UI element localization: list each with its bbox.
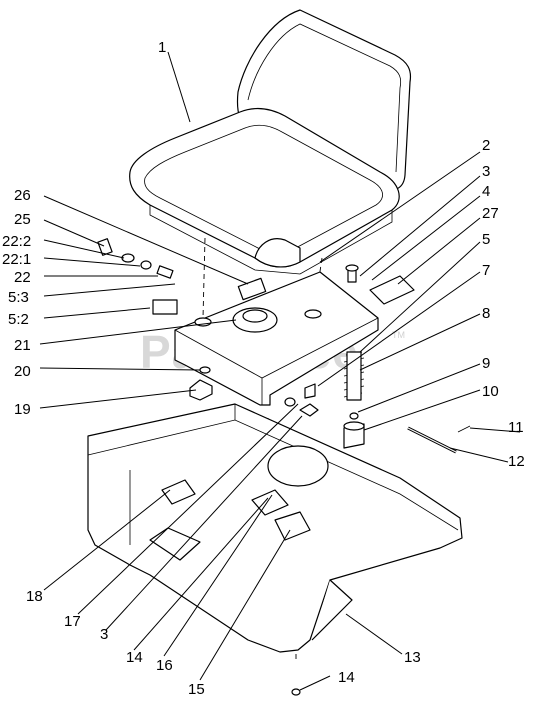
callout-13: 13 (404, 649, 421, 666)
rod-and-pin (407, 425, 471, 454)
callout-20: 20 (14, 363, 31, 380)
callout-12: 12 (508, 453, 525, 470)
callout-9: 9 (482, 355, 490, 372)
callout-2: 2 (482, 137, 490, 154)
callout-3-top: 3 (482, 163, 490, 180)
callout-5-2: 5:2 (8, 311, 29, 328)
callout-11: 11 (508, 419, 524, 436)
callout-22: 22 (14, 269, 31, 286)
callout-22-1: 22:1 (2, 251, 31, 268)
seat-pan-part (87, 403, 463, 696)
callout-5-3: 5:3 (8, 289, 29, 306)
spring-shock-part (343, 351, 365, 449)
callout-27: 27 (482, 205, 499, 222)
callout-16: 16 (156, 657, 173, 674)
seat-part (129, 9, 412, 275)
callout-21: 21 (14, 337, 31, 354)
callout-10: 10 (482, 383, 499, 400)
callout-22-2: 22:2 (2, 233, 31, 250)
callout-18: 18 (26, 588, 43, 605)
lower-fasteners (189, 366, 319, 417)
callout-3-bottom: 3 (100, 626, 108, 643)
callout-5: 5 (482, 231, 490, 248)
leader-lines (39, 51, 521, 691)
decal-and-bolt (345, 264, 415, 305)
switch-hardware (97, 238, 178, 315)
callout-4: 4 (482, 183, 490, 200)
callout-14-bottom: 14 (338, 669, 355, 686)
callout-7: 7 (482, 262, 490, 279)
callout-14-left: 14 (126, 649, 143, 666)
callout-25: 25 (14, 211, 31, 228)
callouts: 1 2 3 4 27 5 7 8 9 10 11 12 13 14 15 16 … (2, 39, 525, 698)
callout-1: 1 (158, 39, 166, 56)
callout-8: 8 (482, 305, 490, 322)
callout-15: 15 (188, 681, 205, 698)
callout-26: 26 (14, 187, 31, 204)
callout-17: 17 (64, 613, 81, 630)
callout-19: 19 (14, 401, 31, 418)
watermark-trademark: TM (392, 330, 405, 340)
